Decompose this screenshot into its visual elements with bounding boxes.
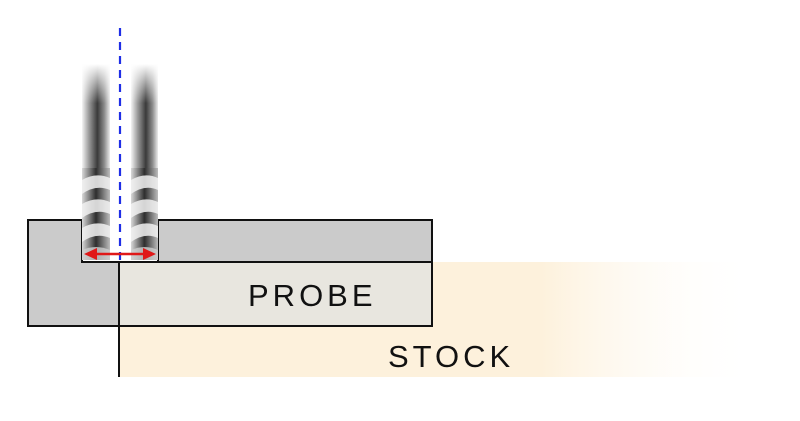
probe-face: [119, 262, 432, 326]
probe-label: PROBE: [248, 278, 377, 313]
stock-label: STOCK: [388, 339, 514, 374]
end-mill-icon: [82, 64, 158, 260]
probe-block: PROBE: [27, 219, 433, 327]
measurement-arrow-icon: [84, 248, 156, 260]
